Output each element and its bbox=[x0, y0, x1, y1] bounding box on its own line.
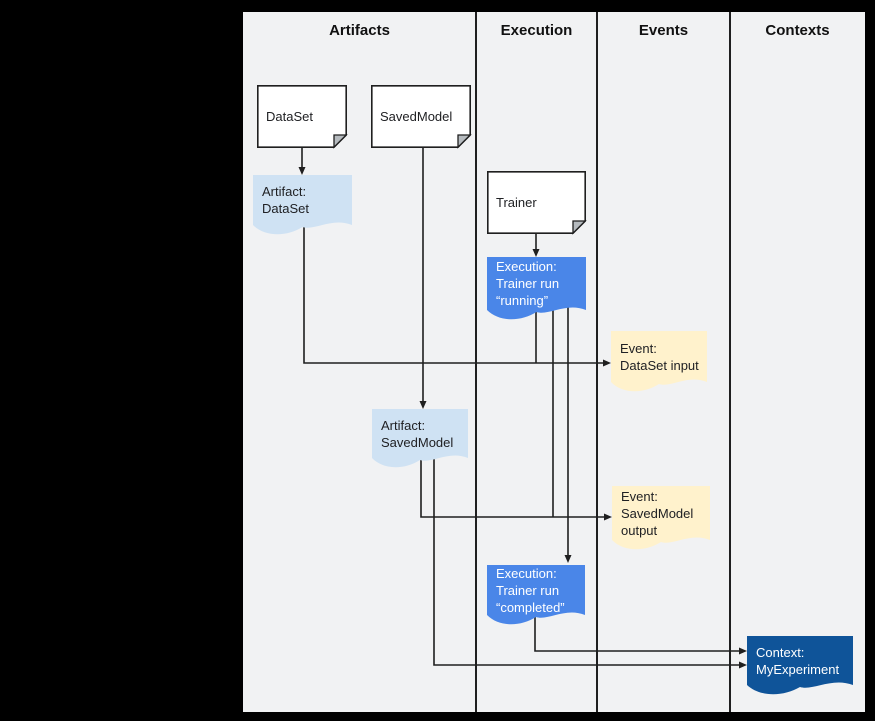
node-dataset: DataSet bbox=[257, 85, 348, 149]
node-shape-context-myexperiment bbox=[747, 636, 853, 695]
node-label-line: Event: bbox=[620, 340, 657, 356]
node-label-event-dataset-input: Event:DataSet input bbox=[611, 331, 707, 382]
node-shape-execution-running bbox=[487, 257, 586, 320]
node-shape-event-dataset-input bbox=[611, 331, 707, 392]
node-execution-completed: Execution:Trainer run“completed” bbox=[487, 565, 585, 625]
node-artifact-savedmodel: Artifact:SavedModel bbox=[372, 409, 468, 468]
node-label-line: MyExperiment bbox=[756, 661, 840, 677]
column-divider-events-contexts bbox=[729, 12, 731, 712]
node-event-dataset-input: Event:DataSet input bbox=[611, 331, 707, 392]
node-label-line: DataSet bbox=[266, 109, 313, 124]
node-shape-savedmodel bbox=[371, 85, 472, 149]
node-label-line: “completed” bbox=[496, 599, 565, 615]
arrowhead-artifact-savedmodel bbox=[419, 401, 427, 409]
node-label-line: Artifact: bbox=[381, 417, 426, 433]
node-label-line: Trainer run bbox=[496, 276, 560, 291]
node-label-line: Execution: bbox=[496, 259, 557, 274]
arrowhead-event-dataset-input bbox=[603, 359, 611, 367]
node-label-execution-running: Execution: Trainer run “running” bbox=[487, 257, 586, 310]
node-label-line: DataSet input bbox=[620, 357, 699, 373]
arrowhead-context-myexperiment bbox=[739, 661, 747, 669]
node-trainer: Trainer bbox=[487, 171, 587, 235]
node-label-dataset: DataSet bbox=[257, 85, 347, 148]
node-label-artifact-dataset: Artifact: DataSet bbox=[253, 175, 352, 225]
node-label-execution-completed: Execution:Trainer run“completed” bbox=[487, 565, 585, 615]
edges-layer bbox=[298, 148, 747, 669]
node-label-line: Trainer bbox=[496, 195, 537, 210]
node-label-line: Context: bbox=[756, 644, 805, 660]
node-label-line: Execution: bbox=[496, 565, 557, 581]
column-divider-execution-events bbox=[596, 12, 598, 712]
node-label-line: Artifact: bbox=[262, 184, 307, 199]
node-label-line: DataSet bbox=[262, 201, 309, 216]
edge-artifact-savedmodel-to-context-myexperiment bbox=[433, 452, 739, 666]
arrowhead-execution-running bbox=[532, 249, 540, 257]
node-shape-event-savedmodel-output bbox=[612, 486, 710, 550]
node-label-line: “running” bbox=[496, 293, 549, 308]
node-shape-execution-completed bbox=[487, 565, 585, 625]
column-header-events: Events bbox=[638, 21, 689, 39]
node-label-artifact-savedmodel: Artifact:SavedModel bbox=[372, 409, 468, 458]
node-label-line: Trainer run bbox=[496, 582, 560, 598]
node-label-line: Event: bbox=[621, 488, 658, 504]
node-label-savedmodel: SavedModel bbox=[371, 85, 471, 148]
node-label-context-myexperiment: Context:MyExperiment bbox=[747, 636, 853, 685]
edge-execution-completed-to-context-myexperiment bbox=[534, 612, 739, 652]
node-label-line: SavedModel bbox=[621, 505, 694, 521]
edge-artifact-savedmodel-to-event-savedmodel-output bbox=[420, 452, 604, 518]
node-shape-trainer bbox=[487, 171, 587, 235]
node-label-line: SavedModel bbox=[381, 434, 454, 450]
column-header-contexts: Contexts bbox=[765, 21, 830, 39]
arrowhead-event-savedmodel-output bbox=[604, 513, 612, 521]
arrowhead-context-myexperiment bbox=[739, 647, 747, 655]
arrowhead-execution-completed bbox=[564, 555, 572, 563]
node-label-line: output bbox=[621, 522, 658, 538]
node-execution-running: Execution: Trainer run “running” bbox=[487, 257, 586, 320]
node-context-myexperiment: Context:MyExperiment bbox=[747, 636, 853, 695]
arrowhead-artifact-dataset bbox=[298, 167, 306, 175]
column-header-artifacts: Artifacts bbox=[329, 21, 390, 39]
node-artifact-dataset: Artifact: DataSet bbox=[253, 175, 352, 235]
node-shape-artifact-savedmodel bbox=[372, 409, 468, 468]
column-divider-artifacts-execution bbox=[475, 12, 477, 712]
node-shape-dataset bbox=[257, 85, 348, 149]
node-savedmodel: SavedModel bbox=[371, 85, 472, 149]
edge-artifact-dataset-to-event-dataset-input bbox=[303, 222, 603, 364]
column-header-execution: Execution bbox=[500, 21, 573, 39]
node-label-trainer: Trainer bbox=[487, 171, 586, 234]
node-label-line: SavedModel bbox=[380, 109, 453, 124]
node-shape-artifact-dataset bbox=[253, 175, 352, 235]
